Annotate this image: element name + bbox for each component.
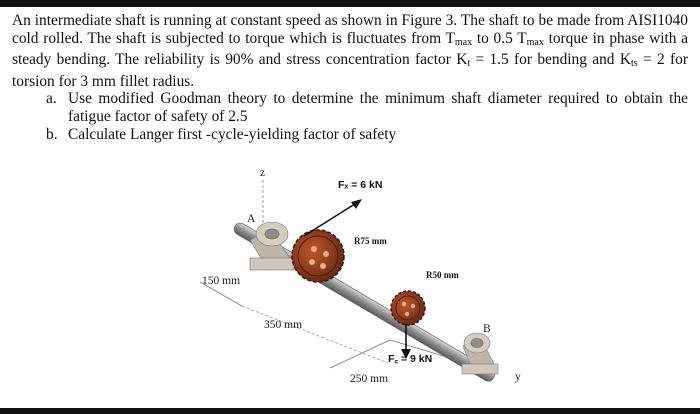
- gear-small: [390, 290, 426, 326]
- question-parts: a. Use modified Goodman theory to determ…: [12, 90, 688, 143]
- bottom-border: [0, 408, 700, 414]
- intro-text-5: = 2 for torsion for 3 mm fillet radius.: [12, 51, 688, 90]
- part-text: Calculate Langer first -cycle-yielding f…: [68, 125, 397, 143]
- dim-250-label: 250 mm: [350, 373, 388, 385]
- intro-text-2: to 0.5 T: [472, 29, 527, 47]
- question-part-b: b. Calculate Langer first -cycle-yieldin…: [12, 126, 688, 144]
- radius-75-label: R75 mm: [354, 236, 387, 246]
- force-x-label: Fₓ = 6 kN: [338, 179, 382, 191]
- bearing-a: [249, 221, 295, 271]
- dim-350-label: 350 mm: [264, 319, 302, 331]
- dim-line-150: [199, 281, 243, 307]
- subscript-max: max: [526, 36, 544, 48]
- y-axis-label: y: [515, 371, 521, 383]
- part-marker: b.: [46, 125, 58, 143]
- bearing-b: [461, 332, 499, 375]
- intro-text-1: An intermediate shaft is running at cons…: [12, 12, 688, 47]
- shaft-diagram: z A: [199, 167, 521, 385]
- subscript-ts: ts: [630, 58, 638, 70]
- intro-text-3: torque in phase with a steady bending. T…: [12, 29, 688, 69]
- shaft-figure: z A: [180, 158, 550, 393]
- dim-line-250: [329, 339, 391, 369]
- force-x-arrow: [303, 199, 362, 237]
- subscript-max: max: [454, 36, 473, 48]
- part-marker: a.: [46, 90, 57, 108]
- radius-50-label: R50 mm: [426, 270, 459, 280]
- bearing-a-label: A: [247, 213, 256, 225]
- bearing-b-label: B: [483, 323, 491, 335]
- dim-150-label: 150 mm: [202, 275, 240, 287]
- z-axis-label: z: [260, 167, 265, 179]
- part-text: Use modified Goodman theory to determine…: [68, 90, 688, 125]
- problem-intro: An intermediate shaft is running at cons…: [12, 12, 688, 90]
- gear-large: [291, 229, 345, 283]
- problem-statement: An intermediate shaft is running at cons…: [12, 12, 688, 143]
- force-z-arrow: [401, 324, 411, 359]
- intro-text-4: = 1.5 for bending and K: [470, 51, 631, 69]
- force-z-label: F꜀ = 9 kN: [388, 353, 432, 365]
- top-border: [0, 0, 700, 7]
- subscript-t: t: [467, 58, 471, 70]
- dim-line-350: [241, 305, 389, 364]
- question-part-a: a. Use modified Goodman theory to determ…: [12, 90, 688, 125]
